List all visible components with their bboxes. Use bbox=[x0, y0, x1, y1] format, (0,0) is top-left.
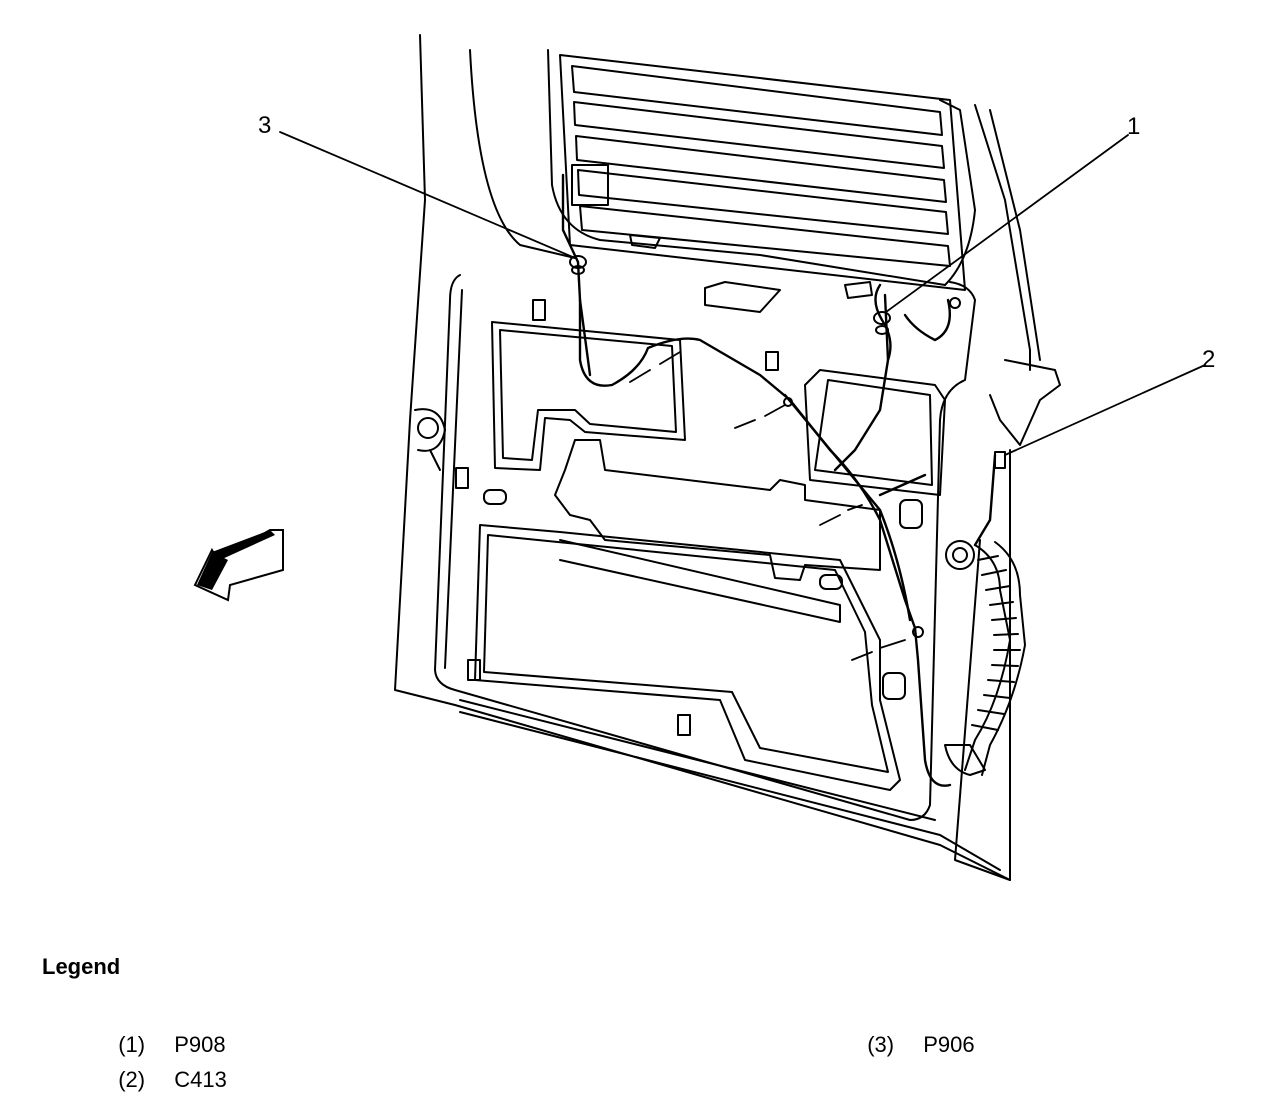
callout-1: 1 bbox=[1127, 113, 1141, 140]
callout-2: 2 bbox=[1202, 346, 1216, 373]
legend-item-3: (3) P906 bbox=[855, 1006, 975, 1058]
dash-leaders bbox=[629, 351, 906, 661]
door-outline bbox=[394, 34, 1061, 881]
front-direction-arrow-icon bbox=[193, 529, 284, 602]
legend-item-label: (1) bbox=[118, 1032, 146, 1057]
rear-door-harness-illustration bbox=[193, 34, 1206, 881]
legend-item-label: (3) bbox=[867, 1032, 895, 1057]
panel-holes bbox=[414, 299, 923, 736]
rear-window bbox=[559, 54, 966, 313]
legend-item-code: P906 bbox=[923, 1032, 975, 1057]
legend-item-label: (2) bbox=[118, 1067, 146, 1092]
legend-item-1: (1) P908 bbox=[106, 1006, 226, 1058]
callout-3: 3 bbox=[258, 112, 272, 139]
legend-item-code: C413 bbox=[174, 1067, 227, 1092]
inner-panel bbox=[434, 274, 1001, 871]
legend-item-code: P908 bbox=[174, 1032, 226, 1057]
callout-leaders bbox=[279, 131, 1206, 456]
connectors bbox=[569, 255, 1006, 638]
conduit bbox=[944, 541, 1026, 776]
legend-title: Legend bbox=[42, 954, 121, 979]
legend-item-2: (2) C413 bbox=[106, 1041, 227, 1093]
